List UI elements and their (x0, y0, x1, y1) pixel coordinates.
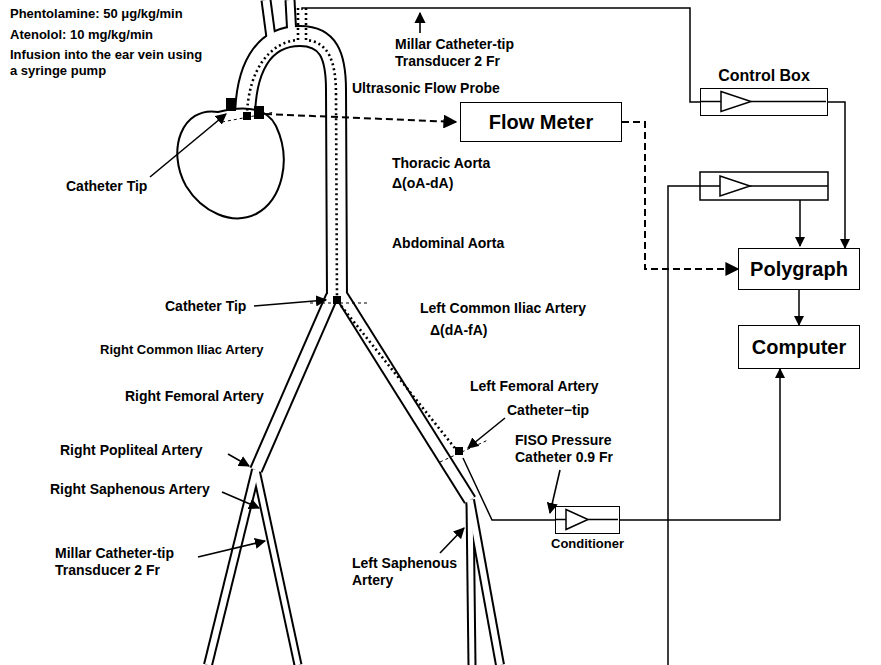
part-label: Catheter−tip (507, 402, 589, 419)
vessel-wall (208, 470, 256, 665)
part-label: Left Femoral Artery (470, 378, 599, 395)
part-label: FISO Pressure Catheter 0.9 Fr (515, 432, 640, 466)
vessel-wall (290, 0, 292, 37)
amplifier-symbol (701, 101, 826, 103)
amplifier-symbol (721, 92, 751, 112)
flow-probe (226, 98, 264, 119)
signal-connector (798, 290, 800, 325)
part-label: Right Common Iliac Artery (100, 342, 263, 358)
amplifier-symbol (701, 89, 826, 114)
vessel-wall (208, 0, 500, 665)
catheter (247, 8, 298, 116)
probe-cable (265, 114, 456, 122)
amplifier-symbol (566, 510, 588, 530)
leader-arrow (468, 418, 505, 448)
part-label: Ultrasonic Flow Probe (352, 80, 500, 97)
part-label: Catheter Tip (66, 178, 147, 195)
part-label: Thoracic Aorta (392, 155, 490, 172)
part-label: Atenolol: 10 mg/kg/min (10, 27, 153, 43)
flow-probe (254, 106, 264, 119)
instrument-box: Computer (738, 325, 860, 369)
part-label: Millar Catheter-tip Transducer 2 Fr (55, 545, 195, 579)
leader-arrow (198, 541, 265, 557)
catheter-tip (243, 112, 251, 120)
part-label: Right Popliteal Artery (60, 442, 203, 459)
vessel-wall (256, 296, 332, 470)
part-label: Millar Catheter-tip Transducer 2 Fr (395, 36, 545, 70)
amplifier-box: Conditioner (555, 506, 620, 534)
part-label: Right Femoral Artery (125, 388, 264, 405)
signal-connector (828, 102, 845, 248)
transducer-wire (668, 186, 700, 665)
vessel-wall (256, 470, 298, 665)
part-label: Δ(oA-dA) (392, 175, 453, 192)
amplifier-box (700, 172, 828, 200)
vessel-lumen (290, 0, 292, 37)
transducer-wire (302, 8, 700, 102)
part-label: Right Saphenous Artery (50, 481, 210, 498)
flow-probe (226, 98, 236, 111)
vessel-lumen (256, 470, 298, 665)
leader-arrow (228, 454, 249, 466)
leader-arrow (222, 492, 259, 508)
transducer-wire (302, 8, 700, 665)
signal-connector (620, 369, 780, 520)
vessel-lumen (470, 500, 500, 665)
vessel-wall (470, 500, 500, 665)
part-label: Abdominal Aorta (392, 235, 504, 252)
amplifier-box: Control Box (700, 88, 828, 116)
device-label: Control Box (718, 67, 810, 85)
amplifier-symbol (556, 507, 618, 532)
part-label: Infusion into the ear vein using a syrin… (10, 47, 210, 78)
amplifier-box (720, 176, 750, 196)
level-line (310, 303, 368, 304)
vessel-lumen (256, 296, 332, 470)
transducer-wire (463, 458, 555, 520)
part-label: Left Common Iliac Artery (420, 300, 586, 317)
leader-arrow (440, 528, 464, 553)
signal-connector (622, 122, 738, 269)
box-title: Computer (752, 336, 846, 359)
part-label: Phentolamine: 50 μg/kg/min (10, 6, 183, 22)
vessel-lumen (470, 500, 472, 665)
vessel-lumen (208, 0, 500, 665)
box-title: Polygraph (750, 258, 848, 281)
vessel-lumen (208, 470, 256, 665)
signal-wire (799, 200, 801, 246)
heart (177, 109, 283, 219)
part-label: Catheter Tip (165, 298, 246, 315)
part-label: Left Saphenous Artery (352, 555, 460, 589)
catheter (247, 8, 458, 452)
leader-arrow (254, 300, 326, 306)
heart (177, 109, 283, 219)
amplifier-box (700, 185, 828, 187)
signal-wire (799, 200, 801, 246)
amplifier-box (700, 172, 828, 200)
box-title: Flow Meter (489, 111, 593, 134)
catheter (306, 8, 337, 300)
part-label: Δ(dA-fA) (430, 322, 487, 339)
vessel-wall (470, 500, 472, 665)
vessel-lumen (266, 0, 272, 45)
leader-arrow (150, 114, 226, 177)
instrument-box: Flow Meter (460, 102, 622, 142)
device-label: Conditioner (551, 537, 624, 552)
probe-cable (265, 114, 456, 122)
instrument-box: Polygraph (738, 248, 860, 290)
leader-arrow (150, 13, 560, 557)
leader-arrow (419, 13, 421, 33)
